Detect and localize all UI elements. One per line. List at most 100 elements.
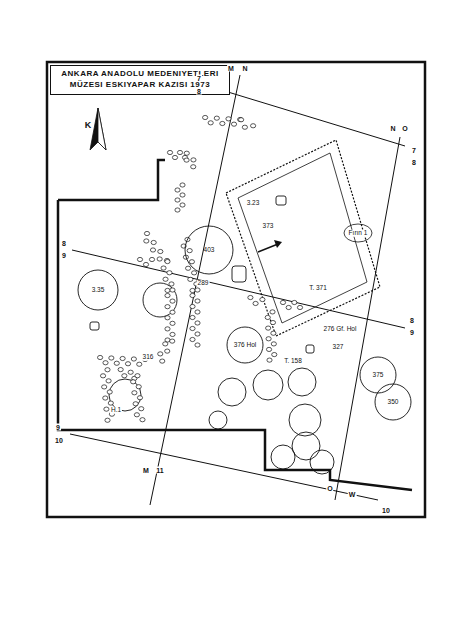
stone (242, 125, 247, 129)
stone (271, 331, 276, 335)
grid-label: 9 (409, 329, 415, 336)
trench-edge (58, 160, 165, 200)
stone (140, 418, 145, 422)
stone (135, 374, 140, 378)
stone (150, 248, 155, 252)
stone (271, 342, 276, 346)
stone (195, 343, 200, 347)
stone (143, 262, 148, 266)
pit-number: 403 (204, 246, 215, 253)
stone (139, 407, 144, 411)
stone (137, 396, 142, 400)
stone (167, 150, 172, 154)
stone (187, 249, 192, 253)
stone (144, 239, 149, 243)
stone (192, 271, 197, 275)
stone (251, 124, 256, 128)
stone (180, 203, 185, 207)
stone (266, 347, 271, 351)
stone (165, 316, 170, 320)
stone (149, 257, 154, 261)
stone (177, 150, 182, 154)
grid-line (150, 75, 240, 505)
stone (122, 374, 127, 378)
stone (114, 361, 119, 365)
stone (266, 326, 271, 330)
callout-number: 276 Gf. Hol (323, 326, 358, 333)
stone (165, 259, 170, 263)
stone (280, 300, 285, 304)
oven-outline (344, 224, 372, 242)
stone (137, 362, 142, 366)
grid-label: 8 (409, 317, 415, 324)
callout-number: T. 371 (308, 285, 328, 292)
stone (214, 116, 219, 120)
stone (226, 117, 231, 121)
stone (203, 115, 208, 119)
callout-number: H.1 (110, 407, 122, 414)
pit-number: 376 Hol (234, 341, 256, 348)
grid-label: 8 (61, 240, 67, 247)
pit-number: 3.35 (92, 286, 105, 293)
grid-label: 7 (196, 75, 202, 82)
stone (184, 158, 189, 162)
grid-line (70, 434, 378, 500)
stone (131, 380, 136, 384)
stone (144, 231, 149, 235)
stone (163, 277, 168, 281)
stone (248, 295, 253, 299)
callout-number: Fırın 1 (348, 230, 369, 237)
stone (189, 260, 194, 264)
grid-label: O (326, 485, 333, 492)
stone (190, 293, 195, 297)
stone (184, 151, 189, 155)
stone (137, 257, 142, 261)
pit-circle: 376 Hol (226, 326, 264, 364)
stone (195, 288, 200, 292)
stone (102, 385, 107, 389)
stone (98, 355, 103, 359)
grid-label: 8 (411, 159, 417, 166)
stone (292, 300, 297, 304)
stone (272, 352, 277, 356)
grid-line (72, 250, 405, 328)
stone (191, 165, 196, 169)
pits (109, 283, 334, 474)
stone (104, 407, 109, 411)
grid-label: 7 (411, 147, 417, 154)
north-arrow (98, 108, 106, 150)
callout-number: 373 (262, 223, 275, 230)
stone (158, 249, 163, 253)
grid-line (205, 85, 405, 146)
pit-circle: 403 (184, 225, 234, 275)
stone (161, 266, 166, 270)
grid-label: 8 (196, 88, 202, 95)
stone (125, 362, 130, 366)
stone (167, 271, 172, 275)
stone (136, 385, 141, 389)
stone-walls (98, 115, 303, 422)
pit-number: 350 (388, 398, 399, 405)
callout-number: 316 (142, 354, 155, 361)
grid-label: 11 (155, 467, 164, 474)
stone (118, 367, 123, 371)
stone (190, 337, 195, 341)
stone (208, 121, 213, 125)
stone (165, 288, 170, 292)
stone (239, 118, 244, 122)
stone (103, 396, 108, 400)
stone (131, 357, 136, 361)
stone (186, 266, 191, 270)
stone (105, 418, 110, 422)
stone (190, 326, 195, 330)
stone (163, 342, 168, 346)
stone (170, 310, 175, 314)
grid-label: 9 (61, 252, 67, 259)
map-frame (47, 62, 425, 517)
grid-label: 10 (381, 507, 391, 514)
stone (172, 155, 177, 159)
stone (170, 339, 175, 343)
stone (195, 332, 200, 336)
stone (195, 299, 200, 303)
stone (132, 391, 137, 395)
